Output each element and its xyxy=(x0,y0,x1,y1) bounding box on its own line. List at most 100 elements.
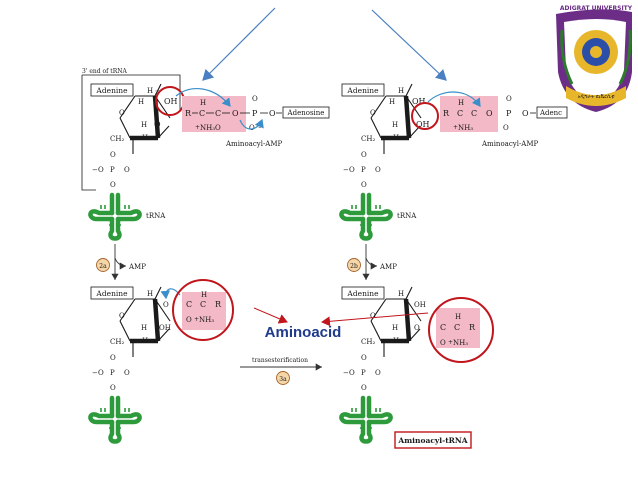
plus-charge: + xyxy=(448,339,453,346)
ch2: CH₂ xyxy=(110,338,124,346)
logo-arc-text: ADIGRAT UNIVERSITY xyxy=(560,5,633,12)
hydroxyl-3prime: OH xyxy=(416,120,430,129)
r-group: R xyxy=(185,109,192,118)
atom-h: H xyxy=(389,98,395,106)
atom-h: H xyxy=(147,87,153,95)
adenine-text: Adenine xyxy=(95,289,128,298)
trna-3prime-label: 3' end of tRNA xyxy=(82,68,127,75)
logo-banner-text: አዲግራት ዩኒቬርሲቲ xyxy=(578,94,615,100)
phosphate-oxygen: O xyxy=(361,181,367,189)
alpha-carbon: C xyxy=(454,323,460,332)
amp-label: AMP xyxy=(379,263,397,271)
panel-2prime-aminoacyl-trna: Adenine H O O H OH H CH₂ C C H R O + NH₃… xyxy=(90,279,234,442)
atom-h: H xyxy=(142,337,148,345)
phosphate-oxygen: O xyxy=(124,369,130,377)
pink-highlight-aminoacyl xyxy=(436,308,480,348)
hydroxyl-3prime: OH xyxy=(159,324,171,332)
phosphorus: P xyxy=(361,166,366,174)
product-box xyxy=(394,431,472,449)
ester-oxygen-2prime: O xyxy=(163,301,169,309)
atom-h: H xyxy=(200,99,206,107)
plus-charge: + xyxy=(194,316,199,323)
alpha-carbon: C xyxy=(199,109,205,118)
aminoacid-callout: Aminoacid xyxy=(253,307,429,341)
phosphate-oxygen: O xyxy=(349,369,355,377)
adenine-box xyxy=(341,286,385,300)
amp-label: AMP xyxy=(128,263,146,271)
bridge-oxygen: O xyxy=(232,109,239,118)
ring-oxygen: O xyxy=(119,312,125,320)
ch2: CH₂ xyxy=(361,338,375,346)
ch2: CH₂ xyxy=(361,135,375,143)
carbonyl-carbon: C xyxy=(471,109,477,118)
phosphorus: P xyxy=(252,109,258,118)
phosphate-oxygen: O xyxy=(361,384,367,392)
aminoacyl-amp-label: Aminoacyl-AMP xyxy=(225,140,283,148)
atom-h: H xyxy=(458,99,464,107)
atom-h: H xyxy=(141,121,147,129)
university-logo: አዲግራት ዩኒቬርሲቲ ADIGRAT UNIVERSITY xyxy=(556,5,633,112)
adenosine-box-cropped xyxy=(536,106,568,119)
step-number: 2b xyxy=(350,263,358,270)
product-label: Aminoacyl-tRNA xyxy=(397,436,467,445)
phosphate-oxygen: O xyxy=(110,384,116,392)
panel-3prime-aminoacyl-trna: Adenine H O OH H O H CH₂ C C H R O + NH₃… xyxy=(341,286,494,449)
prime-2: 2' xyxy=(155,90,160,96)
trna-cloverleaf xyxy=(341,398,390,442)
plus-charge: + xyxy=(453,124,458,131)
blue-arrow-right xyxy=(371,9,447,81)
alpha-carbon: C xyxy=(200,300,206,309)
atom-h: H xyxy=(147,290,153,298)
step-2a: 2a AMP xyxy=(96,244,146,280)
phosphate-oxygen: O xyxy=(375,166,381,174)
atom-h: H xyxy=(138,98,144,106)
red-circle-aminoacid xyxy=(428,297,494,363)
r-group: R xyxy=(443,109,450,118)
red-circle-oh xyxy=(411,102,439,130)
ch2: CH₂ xyxy=(110,135,124,143)
step-number: 3a xyxy=(279,376,287,383)
atom-h: H xyxy=(398,87,404,95)
bridge-oxygen: O xyxy=(486,109,493,118)
hydroxyl-2prime: OH xyxy=(412,97,426,106)
adenine-text: Adenine xyxy=(346,289,379,298)
phosphate-oxygen: O xyxy=(110,181,116,189)
oxygen-3prime: O xyxy=(154,120,161,129)
adenosine-text: Adenosine xyxy=(287,109,325,117)
pink-highlight-aminoacyl xyxy=(182,292,226,330)
step-badge-3a xyxy=(276,371,290,385)
r-group: R xyxy=(215,300,222,309)
ring-oxygen: O xyxy=(370,312,376,320)
atom-h: H xyxy=(392,121,398,129)
adenine-box xyxy=(90,286,134,300)
adenine-box xyxy=(90,83,134,97)
ester-oxygen: O xyxy=(269,109,276,118)
atom-h: H xyxy=(398,290,404,298)
phosphate-oxygen: O xyxy=(98,166,104,174)
phosphoryl-oxygen: O xyxy=(506,95,512,103)
trna-cloverleaf xyxy=(90,398,139,442)
carbonyl-carbon: C xyxy=(440,323,446,332)
aminoacid-label: Aminoacid xyxy=(265,324,342,341)
pink-highlight-aminoacyl xyxy=(440,96,498,132)
phosphorus: P xyxy=(110,369,115,377)
phosphate-link-oxygen: O xyxy=(110,151,116,159)
adenosine-text-cropped: Adenc xyxy=(539,109,562,117)
panel-aminoacyl-amp-left: 3' end of tRNA Adenine H O H 2' OH H O H… xyxy=(81,68,330,239)
step-number: 2a xyxy=(99,263,107,270)
step-badge-2b xyxy=(347,258,361,272)
atom-h: H xyxy=(141,324,147,332)
ester-oxygen-3prime: O xyxy=(414,324,420,332)
phosphate-oxygen: O xyxy=(124,166,130,174)
amino-group: NH₃ xyxy=(453,339,468,347)
ester-oxygen: O xyxy=(522,109,529,118)
transesterification-label: transesterification xyxy=(252,357,308,364)
alpha-carbon: C xyxy=(457,109,463,118)
adenosine-box xyxy=(282,106,330,119)
phosphate-link-oxygen: O xyxy=(361,151,367,159)
carbonyl-oxygen: O xyxy=(440,339,446,347)
minus-charge: − xyxy=(92,166,98,174)
carbonyl-oxygen: O xyxy=(186,316,192,324)
phosphoryl-oxygen: O xyxy=(252,95,258,103)
